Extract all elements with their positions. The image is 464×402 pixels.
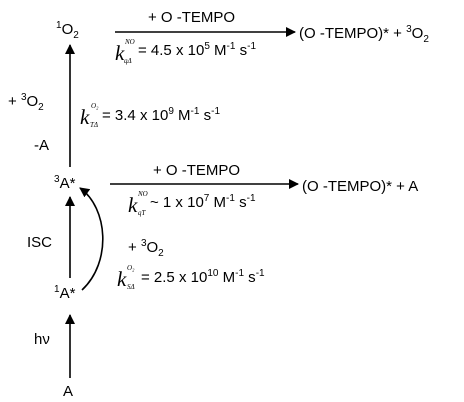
isc-rate-constant-symbol: k [117, 267, 127, 291]
top-reagent-label: + O -TEMPO [148, 9, 235, 26]
ground-a-label: A [63, 383, 73, 400]
isc-label: ISC [27, 234, 52, 251]
energy-transfer-reagent-label: + 3O2 [8, 92, 44, 113]
middle-reagent-label: + O -TEMPO [153, 162, 240, 179]
excitation-label: hν [34, 331, 50, 348]
isc-rate-constant-subscript: SΔ [127, 283, 135, 291]
top-rate-constant-value: = 4.5 x 105 M-1 s-1 [138, 41, 256, 59]
isc-rate-constant-superscript: O₂ [127, 264, 135, 272]
energy-transfer-rate-constant-symbol: k [80, 105, 90, 129]
singlet-quenching-curved-arrow [79, 187, 104, 291]
middle-product-label: (O -TEMPO)* + A [302, 178, 418, 195]
isc-reagent-label: + 3O2 [128, 238, 164, 259]
middle-rate-constant-value: ~ 1 x 107 M-1 s-1 [150, 193, 256, 211]
energy-transfer-rate-constant-superscript: O₂ [91, 102, 99, 110]
middle-rate-constant-superscript: NO [137, 190, 148, 198]
isc-rate-constant-value: = 2.5 x 1010 M-1 s-1 [141, 268, 265, 286]
energy-transfer-rate-constant-subscript: TΔ [90, 121, 98, 129]
top-rate-constant-subscript: qΔ [124, 57, 132, 65]
top-rate-constant-superscript: NO [124, 38, 135, 46]
triplet-a-label: 3A* [54, 174, 76, 192]
singlet-oxygen-label: 1O2 [56, 20, 79, 41]
middle-rate-constant-symbol: k [128, 193, 138, 217]
middle-rate-constant-subscript: qT [138, 209, 147, 217]
top-product-label: (O -TEMPO)* + 3O2 [299, 24, 429, 45]
energy-transfer-rate-constant-value: = 3.4 x 109 M-1 s-1 [102, 106, 220, 124]
top-rate-constant-symbol: k [115, 41, 125, 65]
energy-transfer-byproduct-label: -A [34, 137, 49, 154]
singlet-a-label: 1A* [54, 284, 76, 302]
